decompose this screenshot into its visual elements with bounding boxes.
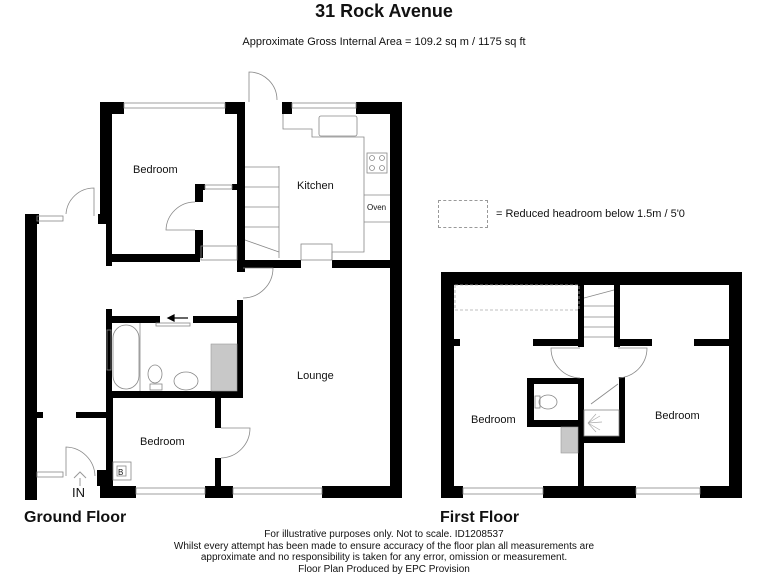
disclaimer-line-2: Whilst every attempt has been made to en… bbox=[173, 540, 595, 552]
shower-head-icon bbox=[587, 413, 603, 433]
gross-area: Approximate Gross Internal Area = 109.2 … bbox=[242, 36, 526, 48]
property-title: 31 Rock Avenue bbox=[315, 1, 453, 21]
disclaimer-line-4: Floor Plan Produced by EPC Provision bbox=[298, 563, 470, 575]
room-label-bedroom-2: Bedroom bbox=[140, 436, 185, 448]
room-label-ff-bedroom-1: Bedroom bbox=[471, 414, 516, 426]
disclaimer-line-1: For illustrative purposes only. Not to s… bbox=[264, 529, 504, 540]
first-floor-plan bbox=[441, 272, 742, 498]
first-floor-label: First Floor bbox=[440, 509, 520, 526]
first-floor-fixtures bbox=[454, 284, 648, 437]
ground-floor-fixtures bbox=[36, 71, 390, 495]
ground-floor-plan bbox=[25, 102, 402, 500]
entrance-arrow-icon bbox=[73, 471, 87, 486]
first-floor-windows bbox=[462, 487, 701, 495]
first-floor-cupboard-shaded bbox=[560, 426, 579, 454]
room-label-ff-bedroom-2: Bedroom bbox=[655, 410, 700, 422]
entrance-label: IN bbox=[72, 485, 85, 500]
appliance-label-oven: Oven bbox=[367, 203, 387, 212]
dashed-box-icon bbox=[438, 200, 488, 228]
disclaimer-line-3: approximate and no responsibility is tak… bbox=[200, 552, 568, 563]
sliding-arrow-icon bbox=[166, 314, 188, 322]
room-label-lounge: Lounge bbox=[297, 370, 334, 382]
disclaimer: For illustrative purposes only. Not to s… bbox=[0, 529, 768, 575]
headroom-legend: = Reduced headroom below 1.5m / 5'0 bbox=[438, 200, 685, 228]
room-label-kitchen: Kitchen bbox=[297, 180, 334, 192]
ground-floor-label: Ground Floor bbox=[24, 509, 127, 526]
legend-text: = Reduced headroom below 1.5m / 5'0 bbox=[496, 208, 685, 220]
boiler-label: B bbox=[118, 468, 124, 477]
airing-cupboard-shaded bbox=[210, 343, 238, 392]
room-label-bedroom-1: Bedroom bbox=[133, 164, 178, 176]
